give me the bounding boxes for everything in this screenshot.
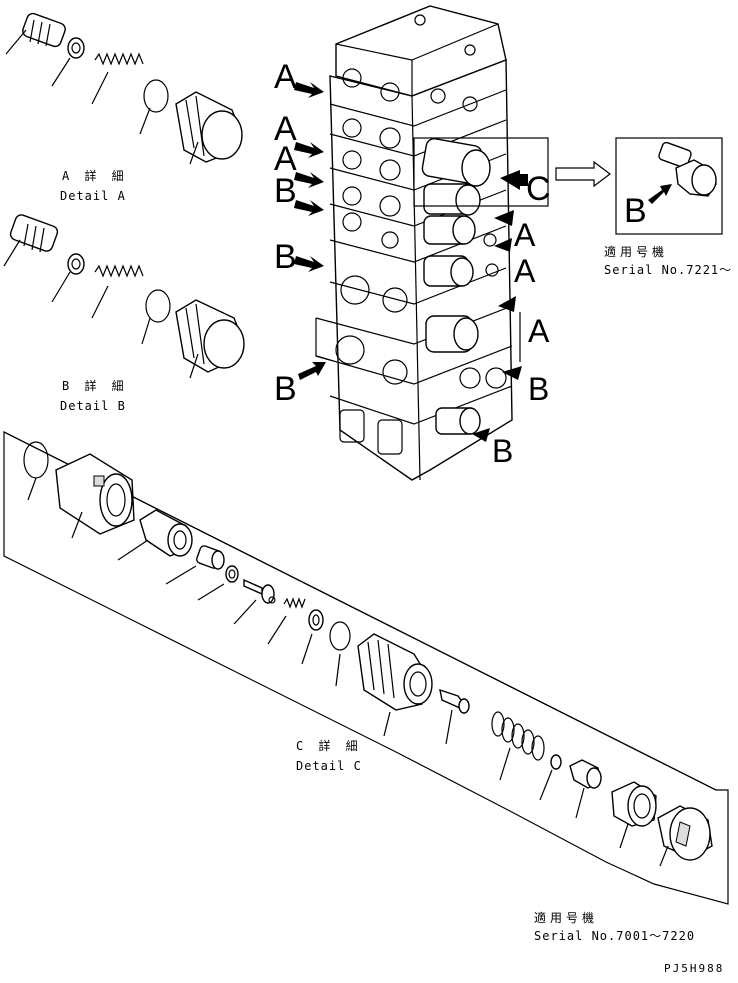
arrow-icon	[648, 184, 672, 204]
callout-arrows	[294, 82, 528, 442]
detail-c-washer	[308, 609, 324, 631]
detail-a-group: A 詳 細 Detail A	[5, 12, 243, 203]
detail-a-plug	[175, 91, 243, 163]
serial-top-label-jp: 適用号機	[604, 244, 668, 259]
callout-b: B	[492, 433, 513, 469]
detail-c-marker-box	[413, 137, 549, 207]
arrow-icon	[294, 142, 324, 158]
detail-a-title-jp: A 詳 細	[62, 168, 128, 183]
detail-c-seat	[569, 759, 602, 789]
arrow-icon	[500, 170, 520, 190]
detail-b-title-en: Detail B	[60, 399, 126, 413]
arrow-icon	[494, 210, 514, 226]
callout-a: A	[274, 58, 297, 96]
arrow-icon	[294, 82, 324, 98]
serial-top-number: Serial No.7221〜	[604, 263, 732, 277]
detail-a-washer	[67, 37, 85, 59]
detail-c-title-jp: C 詳 細	[296, 738, 362, 753]
drawing-code: PJ5H988	[664, 962, 724, 975]
control-valve-body	[315, 5, 549, 481]
detail-c-o-ring	[23, 441, 49, 479]
detail-a-o-ring	[143, 79, 169, 113]
callout-a: A	[274, 140, 297, 178]
arrow-icon	[498, 296, 516, 312]
callout-b: B	[274, 238, 297, 276]
callout-b: B	[528, 371, 549, 407]
detail-c-bolt	[243, 578, 276, 604]
serial-bottom-number: Serial No.7001〜7220	[534, 929, 695, 943]
detail-c-main-plug	[357, 633, 433, 711]
serial-bottom-label-jp: 適用号機	[534, 910, 598, 925]
arrow-icon	[294, 172, 324, 188]
detail-c-title-en: Detail C	[296, 759, 362, 773]
detail-c-nut	[611, 781, 657, 827]
callout-c: C	[526, 170, 551, 208]
callout-a: A	[514, 217, 536, 253]
detail-c-sleeve	[55, 453, 135, 535]
callout-letters: A A A B B B C A A A B B	[274, 58, 551, 469]
detail-c-o-ring-2	[329, 621, 351, 651]
detail-a-plunger	[22, 12, 66, 48]
callout-b: B	[274, 370, 297, 408]
detail-b-spring	[94, 264, 144, 278]
detail-c-frame	[3, 431, 729, 905]
detail-c-spring	[283, 597, 306, 609]
detail-c-spring-stack	[491, 711, 545, 761]
arrow-icon	[494, 238, 512, 252]
arrow-icon	[502, 366, 522, 380]
detail-b-plunger	[9, 214, 59, 253]
detail-c-cap	[657, 805, 713, 861]
arrow-icon	[294, 256, 324, 272]
inset-callout-b: B	[624, 192, 647, 230]
detail-b-title-jp: B 詳 細	[62, 378, 128, 393]
serial-top-inset: B 適用号機 Serial No.7221〜	[604, 137, 732, 277]
callout-a: A	[274, 110, 297, 148]
callout-a: A	[528, 313, 550, 349]
inset-frame	[615, 137, 723, 235]
detail-b-plug	[175, 299, 245, 373]
detail-c-ball	[550, 754, 562, 770]
arrow-icon	[298, 362, 326, 380]
arrow-icon	[472, 428, 490, 442]
detail-b-o-ring	[145, 289, 171, 323]
detail-b-group: B 詳 細 Detail B	[3, 214, 245, 413]
relief-valve-group	[421, 137, 491, 435]
detail-c-poppet	[196, 545, 225, 570]
hollow-arrow-icon	[555, 160, 611, 188]
detail-c-spool	[139, 509, 193, 557]
detail-b-washer	[67, 253, 85, 275]
detail-c-ring	[225, 565, 239, 583]
arrow-icon	[294, 200, 324, 216]
detail-a-spring	[94, 52, 144, 66]
detail-c-needle	[439, 688, 470, 714]
detail-c-group: C 詳 細 Detail C	[3, 431, 729, 905]
inset-plug	[658, 141, 717, 197]
callout-b: B	[274, 172, 297, 210]
callout-a: A	[514, 253, 536, 289]
detail-a-title-en: Detail A	[60, 189, 126, 203]
